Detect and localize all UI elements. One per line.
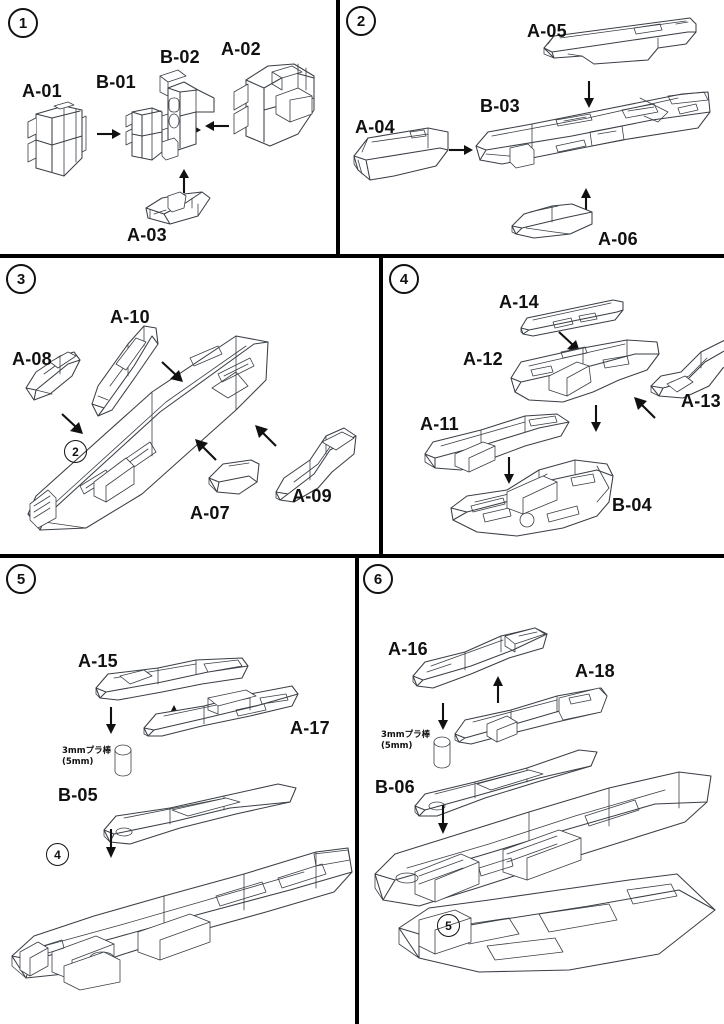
part-label-b01: B-01 [96,72,136,92]
part-art-a11 [421,412,577,478]
part-label-a17: A-17 [290,718,330,738]
step-ref-badge-5: 5 [437,914,460,937]
note-line-1: 3mmプラ棒 [62,746,112,756]
part-art-step3-body [22,335,272,534]
part-label-a04: A-04 [355,117,395,137]
part-art-plastic-rod-2 [431,736,453,770]
part-art-a15 [92,657,252,706]
part-label-a16: A-16 [388,639,428,659]
arrow-b05-to-body [105,828,117,860]
arrow-a02-to-b02 [202,120,230,132]
part-label-b05: B-05 [58,785,98,805]
panel-step-2: 2 [340,0,724,254]
part-label-a10: A-10 [110,307,150,327]
part-art-a05 [538,17,698,72]
step-badge-1: 1 [8,8,38,38]
step-badge-6: 6 [363,564,393,594]
step-ref-badge-4: 4 [46,843,69,866]
part-label-a11: A-11 [420,414,459,434]
divider-panel5-panel6 [355,556,359,1024]
part-art-a10 [86,322,166,418]
divider-panel1-panel2 [336,0,340,256]
part-art-a14 [517,299,627,340]
panel-step-1: 1 [0,0,336,254]
part-label-a18: A-18 [575,661,615,681]
panel-step-4: 4 [383,258,724,554]
part-label-a15: A-15 [78,651,118,671]
part-art-a03 [140,190,216,232]
note-line-2: (5mm) [381,741,413,752]
note-line-2: (5mm) [62,757,94,768]
arrow-a07-to-body [194,438,218,462]
part-art-b02 [148,68,218,166]
part-art-b01 [122,102,172,166]
arrow-a12-to-b04 [590,404,602,434]
arrow-a15-to-rod [105,706,117,736]
step-badge-5: 5 [6,564,36,594]
step-badge-3: 3 [6,264,36,294]
arrow-a01-to-b01 [96,128,122,140]
part-art-a06 [508,198,600,242]
arrow-a04-to-b03 [448,144,474,156]
part-art-a13 [647,338,724,404]
part-art-b05 [100,783,300,854]
part-art-a08 [22,350,84,408]
part-label-b02: B-02 [160,47,200,67]
part-art-step6-body [359,758,719,978]
part-label-b04: B-04 [612,495,652,515]
arrow-a09-to-body [254,424,278,448]
part-label-b03: B-03 [480,96,520,116]
part-label-a14: A-14 [499,292,539,312]
panel-step-5: 5 [0,558,355,1024]
part-art-a17 [140,684,300,740]
arrow-a08-to-body [60,412,86,436]
part-label-a07: A-07 [190,503,230,523]
divider-row2-row3 [0,554,724,558]
part-label-a03: A-03 [127,225,167,245]
panel-step-6: 6 [359,558,724,1024]
note-plastic-rod: 3mmプラ棒 (5mm) [62,746,111,769]
part-label-a13: A-13 [681,391,721,411]
part-art-step5-body [4,840,355,991]
part-label-a05: A-05 [527,21,567,41]
arrow-a18-to-a16 [492,674,504,704]
arrow-a10-to-body [160,360,186,384]
part-art-b03 [472,90,712,180]
step-badge-4: 4 [389,264,419,294]
part-art-a01 [24,100,90,182]
divider-row1-row2 [0,254,724,258]
part-label-a08: A-08 [12,349,52,369]
part-label-a02: A-02 [221,39,261,59]
step-ref-badge-2: 2 [64,440,87,463]
arrow-a16-to-rod [437,702,449,732]
part-art-a18 [451,686,611,748]
panel-step-3: 3 [0,258,379,554]
part-art-b06 [411,746,601,822]
part-label-a06: A-06 [598,229,638,249]
note-line-1: 3mmプラ棒 [381,730,431,740]
divider-panel3-panel4 [379,256,383,556]
arrow-a03-to-b02 [178,166,190,194]
part-label-a01: A-01 [22,81,62,101]
arrow-b06-to-body [437,804,449,836]
part-art-plastic-rod [112,744,134,778]
part-label-b06: B-06 [375,777,415,797]
note-plastic-rod-2: 3mmプラ棒 (5mm) [381,730,430,753]
part-art-b04 [447,458,619,540]
arrow-a13-to-b04 [631,396,657,420]
part-art-a12 [507,339,663,406]
part-art-a09 [270,426,360,506]
part-label-a12: A-12 [463,349,503,369]
part-art-a07 [205,458,263,498]
arrow-a11-to-b04 [503,456,515,486]
part-label-a09: A-09 [292,486,332,506]
step-badge-2: 2 [346,6,376,36]
part-art-a04 [350,126,454,186]
arrow-a05-to-b03 [583,80,595,110]
part-art-a16 [409,626,551,692]
part-art-a02 [228,58,322,158]
